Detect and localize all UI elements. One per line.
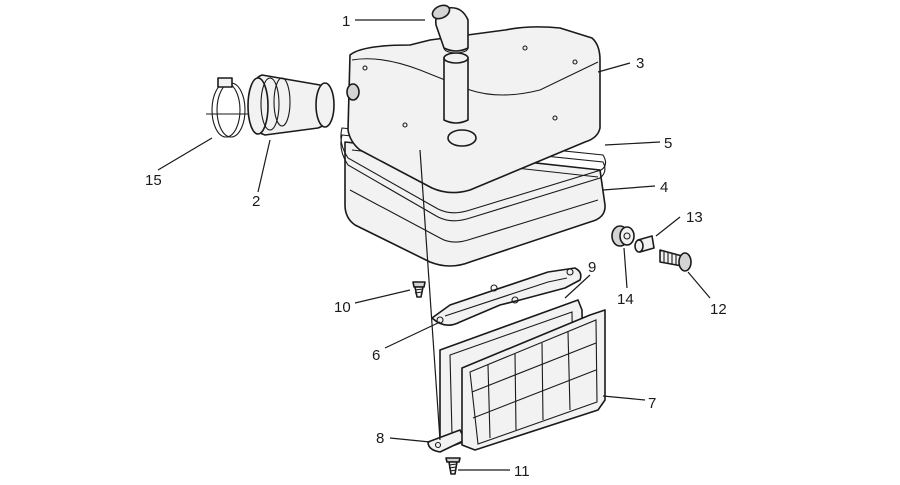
callout-2: 2 [252,193,260,210]
screw-11-part [445,457,461,475]
callout-11: 11 [514,463,530,480]
callout-labels: 1 2 3 4 5 6 7 8 9 10 11 12 13 14 15 [145,13,727,480]
leader-4 [602,185,656,191]
leader-13 [655,216,681,237]
callout-13: 13 [686,209,703,226]
assembly-axis [419,149,441,441]
callout-7: 7 [648,395,656,412]
callout-15: 15 [145,172,162,189]
callout-8: 8 [376,430,384,447]
filter-plate-part [431,267,582,326]
leader-10 [354,289,411,304]
callout-10: 10 [334,299,351,316]
hose-clamp-part [206,77,248,138]
spacer-part [634,235,655,253]
callout-9: 9 [588,259,596,276]
callout-3: 3 [636,55,644,72]
callout-1: 1 [342,13,350,30]
leader-3 [597,62,631,73]
callout-14: 14 [617,291,634,308]
leader-5 [604,141,661,146]
bolt-part [659,249,692,272]
callout-5: 5 [664,135,672,152]
leader-8 [389,437,431,443]
gasket-part [340,127,607,222]
grommet-part [611,225,635,247]
intake-snorkel-part [431,4,469,124]
leader-15 [157,137,213,171]
callout-6: 6 [372,347,380,364]
leader-2 [257,139,271,193]
leader-6 [384,321,441,349]
intake-boot-part [247,74,335,136]
upper-housing-part [346,26,601,194]
leader-14 [623,247,628,289]
leader-7 [602,395,646,401]
filter-element-part [461,309,606,451]
leader-12 [687,271,711,299]
leader-9 [564,274,591,299]
callout-12: 12 [710,301,727,318]
callout-4: 4 [660,179,668,196]
screw-10-part [412,281,426,298]
leader-lines [157,19,711,471]
